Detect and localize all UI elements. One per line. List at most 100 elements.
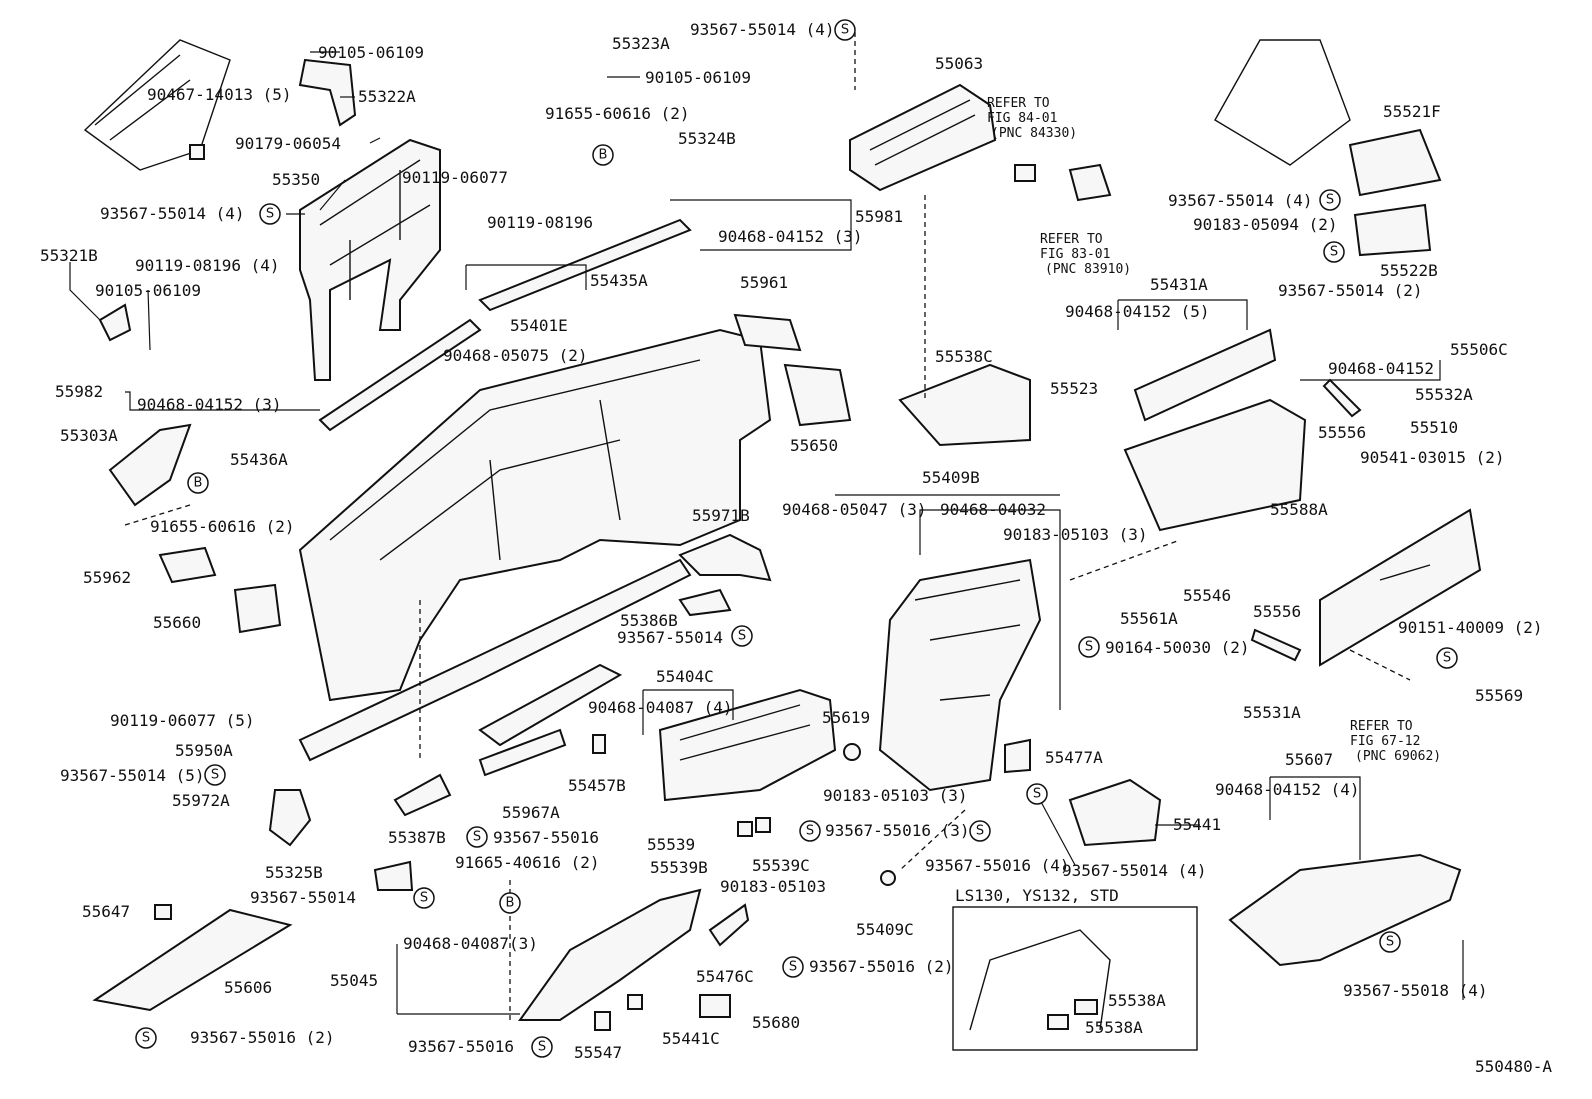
label-55546: 55546 [1183,586,1231,605]
clip-90467-shape [189,144,205,160]
cover-55606-shape [92,908,293,1012]
s-symbol: S [782,956,804,978]
label-90183-05103-3: 90183-05103 (3) [1003,525,1148,544]
cover-55476c-shape [708,903,750,947]
bulb-55409c-shape [880,870,896,886]
symbols: S S B B S S S B S S S S S S S S S S S S [135,19,1458,1058]
label-90467-14013: 90467-14013 (5) [147,85,292,104]
label-55321b: 55321B [40,246,98,265]
label-90468-04032: 90468-04032 [940,500,1046,519]
box-55521f-shape [1348,128,1442,197]
label-91655-60616-2: 91655-60616 (2) [150,517,295,536]
label-93567-55014: 93567-55014 [617,628,723,647]
s-symbol: S [1319,189,1341,211]
s-symbol: S [135,1027,157,1049]
label-90183-05103-3: 90183-05103 (3) [823,786,968,805]
s-symbol: S [413,887,435,909]
s-symbol: S [1026,783,1048,805]
s-symbol: S [259,203,281,225]
label-55539: 55539 [647,835,695,854]
pad-55950a-shape [298,558,692,762]
s-symbol: S [799,820,821,842]
corner-trim-shape [83,39,231,171]
label-55619: 55619 [822,708,870,727]
switch-83910-shape [1068,163,1112,202]
part-55441c-shape [627,994,643,1010]
label-55556: 55556 [1318,423,1366,442]
part-55619-shape [843,743,861,761]
label-55539c: 55539C [752,856,810,875]
label-93567-55014-2: 93567-55014 (2) [1278,281,1423,300]
label-55441: 55441 [1173,815,1221,834]
label-55556: 55556 [1253,602,1301,621]
label-55972a: 55972A [172,791,230,810]
svg-text:S: S [1443,651,1451,666]
svg-text:S: S [976,824,984,839]
label-90541-03015-2: 90541-03015 (2) [1360,448,1505,467]
refer-84-01-line1: REFER TO [987,96,1050,111]
door-55510-latch [1379,564,1431,581]
label-90468-04087-4: 90468-04087 (4) [588,698,733,717]
label-90468-04152-3: 90468-04152 (3) [718,227,863,246]
label-90183-05103: 90183-05103 [720,877,826,896]
label-90119-08196-4: 90119-08196 (4) [135,256,280,275]
label-90119-06077: 90119-06077 [402,168,508,187]
inset-title: LS130, YS132, STD [955,886,1119,905]
label-55539b: 55539B [650,858,708,877]
label-55401e: 55401E [510,316,568,335]
instrument-panel-shape [298,328,772,702]
refer-67-12-line1: REFER TO [1350,719,1413,734]
label-55045: 55045 [330,971,378,990]
svg-text:S: S [142,1031,150,1046]
label-55387b: 55387B [388,828,446,847]
label-55961: 55961 [740,273,788,292]
part-labels: 90105-06109 90467-14013 (5) 55322A 90179… [40,20,1552,1076]
panel-55431a-shape [1133,328,1277,422]
label-55647: 55647 [82,902,130,921]
finish-panel-55404c-shape [658,688,837,802]
label-90105-06109: 90105-06109 [645,68,751,87]
refer-83-01-line2: FIG 83-01 [1040,247,1110,262]
label-93567-55014: 93567-55014 [250,888,356,907]
label-55981: 55981 [855,207,903,226]
svg-text:S: S [420,891,428,906]
label-90183-05094-2: 90183-05094 (2) [1193,215,1338,234]
label-90179-06054: 90179-06054 [235,134,341,153]
refer-83-01-line1: REFER TO [1040,232,1103,247]
duct-55971b-shape [678,533,772,582]
label-93567-55016: 93567-55016 [493,828,599,847]
label-93567-55014-4: 93567-55014 (4) [1168,191,1313,210]
label-55531a: 55531A [1243,703,1301,722]
part-55967a-shape [478,663,623,747]
part-55477a-shape [1004,738,1031,774]
label-90468-04152-4: 90468-04152 (4) [1215,780,1360,799]
svg-text:S: S [211,768,219,783]
label-55538a: 55538A [1108,991,1166,1010]
label-55409c: 55409C [856,920,914,939]
label-55476c: 55476C [696,967,754,986]
label-55680: 55680 [752,1013,800,1032]
dashed-lines [124,32,1411,1020]
label-93567-55018-4: 93567-55018 (4) [1343,981,1488,1000]
svg-text:S: S [789,960,797,975]
panel-55538c-shape [898,363,1031,447]
refer-84-01-line2: FIG 84-01 [987,111,1057,126]
label-55436a: 55436A [230,450,288,469]
label-90468-05047-3: 90468-05047 (3) [782,500,927,519]
label-55523: 55523 [1050,379,1098,398]
label-90468-04152: 90468-04152 [1328,359,1434,378]
bracket-55387b-shape [393,773,452,817]
label-55350: 55350 [272,170,320,189]
register-55962-shape [158,546,217,584]
svg-text:B: B [194,476,203,491]
tray-55607-shape [1228,853,1462,967]
label-55547: 55547 [574,1043,622,1062]
label-90119-08196: 90119-08196 [487,213,593,232]
label-93567-55016-2: 93567-55016 (2) [809,957,954,976]
label-55982: 55982 [55,382,103,401]
diagram-id: 550480-A [1475,1057,1552,1076]
label-93567-55016-3: 93567-55016 (3) [825,821,970,840]
s-symbol: S [1379,931,1401,953]
s-symbol: S [466,826,488,848]
